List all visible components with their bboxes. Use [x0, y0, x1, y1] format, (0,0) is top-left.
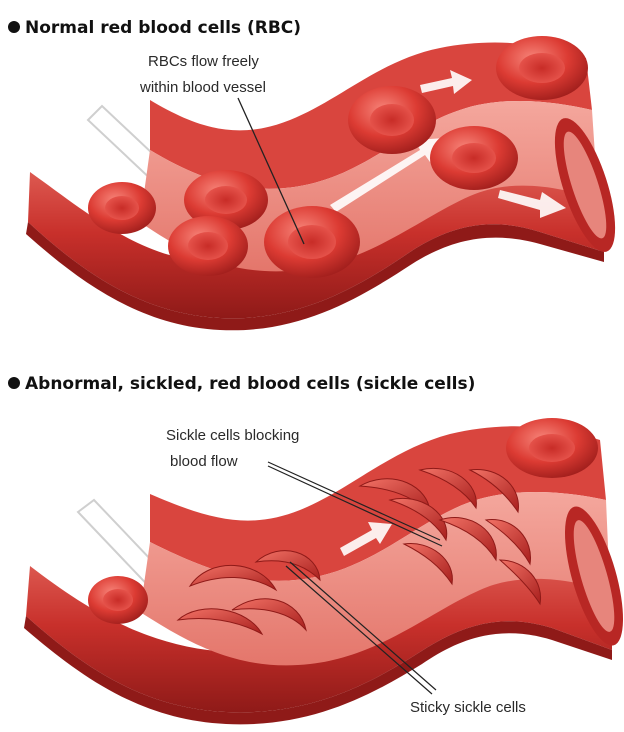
sickle-panel-title: Abnormal, sickled, red blood cells (sick…	[25, 374, 475, 394]
rbc-cell	[88, 576, 148, 624]
rbc-cell	[264, 206, 360, 278]
normal-panel: Normal red blood cells (RBC)	[8, 18, 624, 330]
rbc-cell	[168, 216, 248, 276]
bullet-dot-icon	[8, 377, 20, 389]
rbc-cell	[496, 36, 588, 100]
blocking-callout-line2: blood flow	[170, 453, 238, 470]
rbc-cell	[506, 418, 598, 478]
rbc-cell	[348, 86, 436, 154]
rbc-cell	[88, 182, 156, 234]
sticky-callout: Sticky sickle cells	[410, 699, 526, 716]
sickle-panel: Abnormal, sickled, red blood cells (sick…	[8, 374, 624, 724]
blocking-callout-line1: Sickle cells blocking	[166, 427, 299, 444]
rbc-cell	[430, 126, 518, 190]
normal-panel-title: Normal red blood cells (RBC)	[25, 18, 301, 38]
rbc-flow-callout-line2: within blood vessel	[139, 79, 266, 96]
bullet-dot-icon	[8, 21, 20, 33]
rbc-flow-callout-line1: RBCs flow freely	[148, 53, 259, 70]
